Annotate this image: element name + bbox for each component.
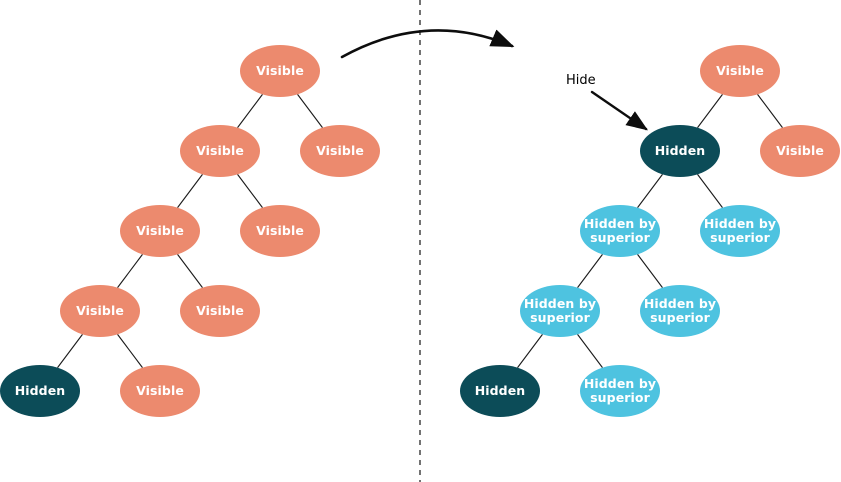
tree-node-visible[interactable]: Visible bbox=[180, 285, 260, 337]
tree-node-label: Visible bbox=[316, 143, 364, 158]
tree-node-label: Hidden bbox=[14, 383, 66, 398]
tree-edge bbox=[297, 94, 323, 128]
tree-edge bbox=[177, 174, 203, 208]
tree-node-label: Hidden by superior bbox=[583, 216, 657, 245]
tree-node-label: Hidden bbox=[474, 383, 526, 398]
tree-edge bbox=[117, 334, 143, 368]
hide-annotation-label: Hide bbox=[566, 73, 596, 88]
tree-edge bbox=[757, 94, 783, 128]
tree-edge bbox=[57, 334, 83, 368]
tree-node-label: Hidden bbox=[654, 143, 706, 158]
tree-node-visible[interactable]: Visible bbox=[120, 365, 200, 417]
tree-node-label: Hidden by superior bbox=[583, 376, 657, 405]
tree-edge bbox=[517, 334, 543, 368]
tree-node-label: Hidden by superior bbox=[523, 296, 597, 325]
tree-edge bbox=[117, 254, 143, 288]
hide-arrow-icon bbox=[590, 90, 648, 131]
tree-node-label: Visible bbox=[776, 143, 824, 158]
tree-node-label: Visible bbox=[136, 383, 184, 398]
tree-node-label: Visible bbox=[256, 63, 304, 78]
tree-node-label: Visible bbox=[196, 143, 244, 158]
tree-node-visible[interactable]: Visible bbox=[120, 205, 200, 257]
tree-edge bbox=[637, 254, 663, 288]
tree-node-label: Visible bbox=[76, 303, 124, 318]
tree-node-hidden[interactable]: Hidden bbox=[0, 365, 80, 417]
tree-node-label: Visible bbox=[136, 223, 184, 238]
tree-edge bbox=[177, 254, 203, 288]
tree-edge bbox=[577, 254, 603, 288]
tree-node-hidden[interactable]: Hidden bbox=[460, 365, 540, 417]
tree-edge bbox=[577, 334, 603, 368]
tree-node-visible[interactable]: Visible bbox=[240, 45, 320, 97]
tree-node-hidden-by-superior[interactable]: Hidden by superior bbox=[580, 205, 660, 257]
tree-edge bbox=[237, 94, 263, 128]
tree-edge bbox=[237, 174, 263, 208]
tree-node-visible[interactable]: Visible bbox=[240, 205, 320, 257]
tree-node-hidden-by-superior[interactable]: Hidden by superior bbox=[700, 205, 780, 257]
tree-node-visible[interactable]: Visible bbox=[60, 285, 140, 337]
tree-node-label: Hidden by superior bbox=[703, 216, 777, 245]
tree-node-label: Hidden by superior bbox=[643, 296, 717, 325]
tree-node-hidden[interactable]: Hidden bbox=[640, 125, 720, 177]
tree-edge bbox=[637, 174, 663, 208]
tree-node-label: Visible bbox=[196, 303, 244, 318]
tree-node-label: Visible bbox=[716, 63, 764, 78]
tree-edge bbox=[697, 94, 723, 128]
tree-node-visible[interactable]: Visible bbox=[180, 125, 260, 177]
tree-node-visible[interactable]: Visible bbox=[700, 45, 780, 97]
tree-node-hidden-by-superior[interactable]: Hidden by superior bbox=[580, 365, 660, 417]
tree-node-label: Visible bbox=[256, 223, 304, 238]
tree-node-hidden-by-superior[interactable]: Hidden by superior bbox=[640, 285, 720, 337]
tree-node-hidden-by-superior[interactable]: Hidden by superior bbox=[520, 285, 600, 337]
transition-arrow-icon bbox=[340, 29, 515, 59]
tree-edge bbox=[697, 174, 723, 208]
tree-node-visible[interactable]: Visible bbox=[760, 125, 840, 177]
tree-node-visible[interactable]: Visible bbox=[300, 125, 380, 177]
